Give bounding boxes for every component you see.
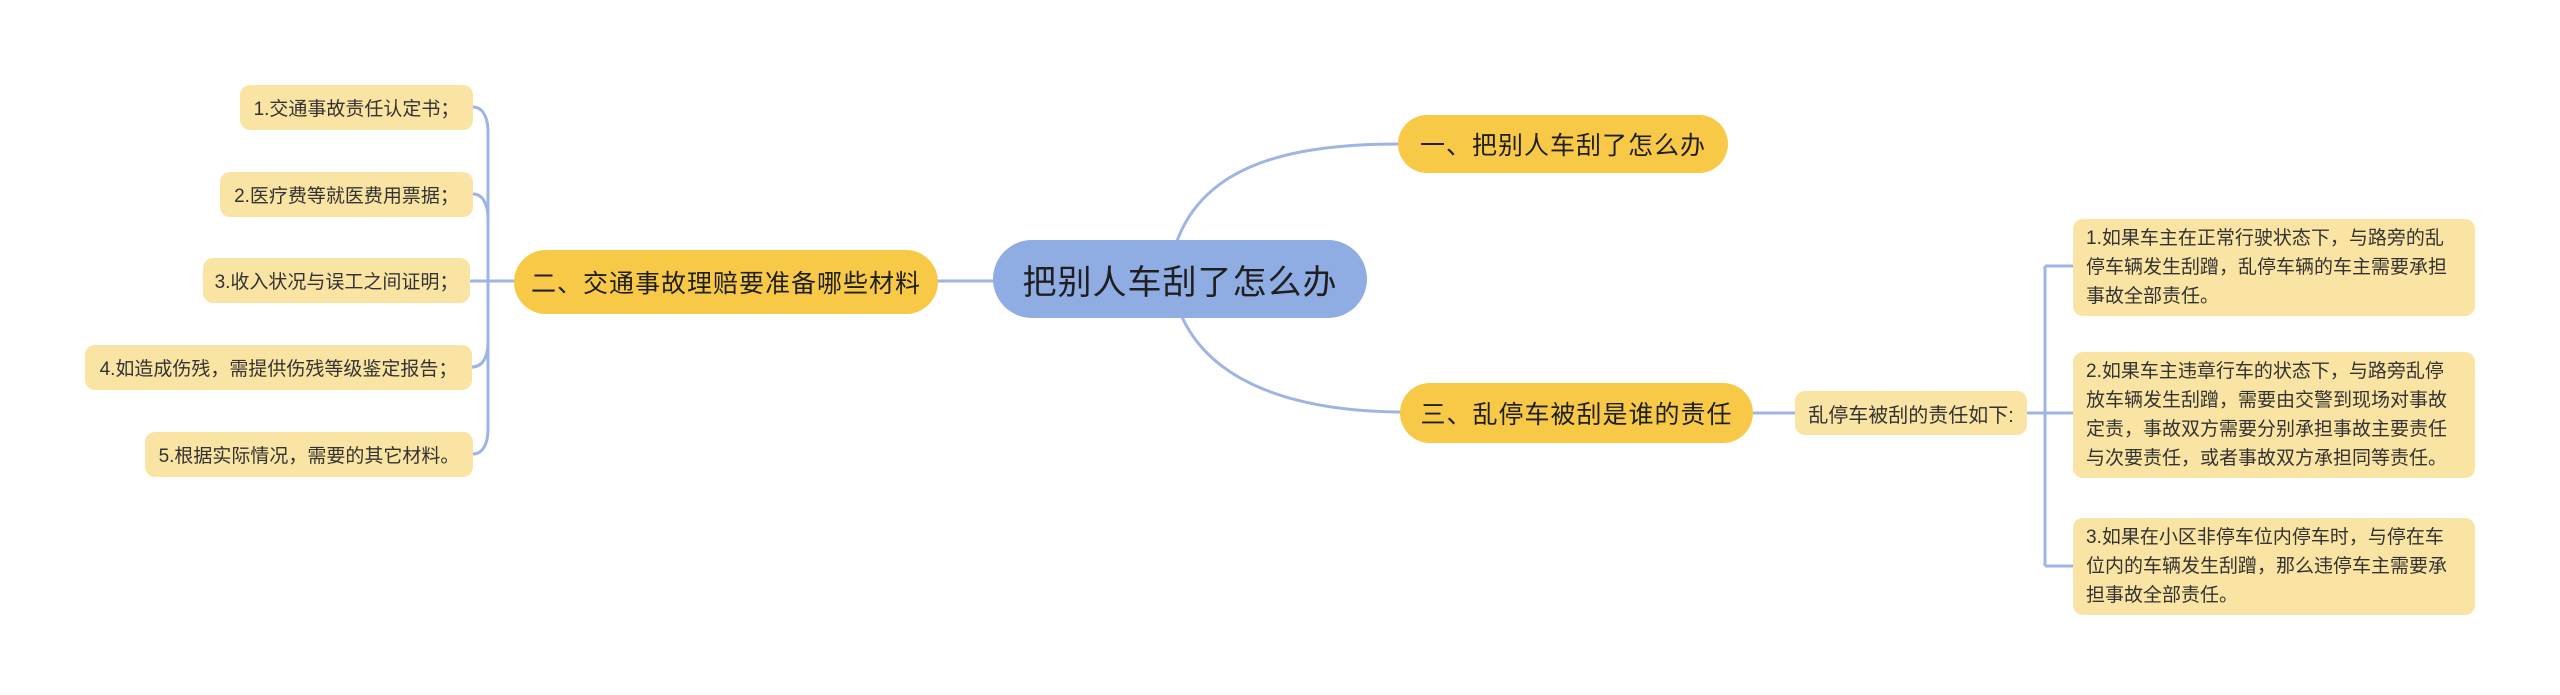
responsibility-note-node[interactable]: 乱停车被刮的责任如下: [1795,391,2027,435]
branch-3-node[interactable]: 三、乱停车被刮是谁的责任 [1400,383,1753,443]
connector-item-2 [472,192,490,220]
connector-item-4 [471,341,490,369]
material-item-2[interactable]: 2.医疗费等就医费用票据； [220,172,473,217]
material-item-1[interactable]: 1.交通事故责任认定书； [240,85,473,130]
connector-item-1 [472,105,490,133]
branch-2-node[interactable]: 二、交通事故理赔要准备哪些材料 [514,250,938,314]
responsibility-detail-2[interactable]: 2.如果车主违章行车的状态下，与路旁乱停放车辆发生刮蹭，需要由交警到现场对事故定… [2073,352,2475,478]
responsibility-detail-1[interactable]: 1.如果车主在正常行驶状态下，与路旁的乱停车辆发生刮蹭，乱停车辆的车主需要承担事… [2073,219,2475,316]
responsibility-detail-3[interactable]: 3.如果在小区非停车位内停车时，与停在车位内的车辆发生刮蹭，那么违停车主需要承担… [2073,518,2475,615]
root-node[interactable]: 把别人车刮了怎么办 [993,240,1367,318]
material-item-4[interactable]: 4.如造成伤残，需提供伤残等级鉴定报告； [85,345,472,390]
connector-item-5 [472,428,490,456]
connector-root-branch-1 [1175,142,1399,242]
connector-root-branch-3 [1180,316,1401,414]
branch-1-node[interactable]: 一、把别人车刮了怎么办 [1398,115,1728,173]
material-item-5[interactable]: 5.根据实际情况，需要的其它材料。 [145,432,473,477]
material-item-3[interactable]: 3.收入状况与误工之间证明； [203,258,470,303]
